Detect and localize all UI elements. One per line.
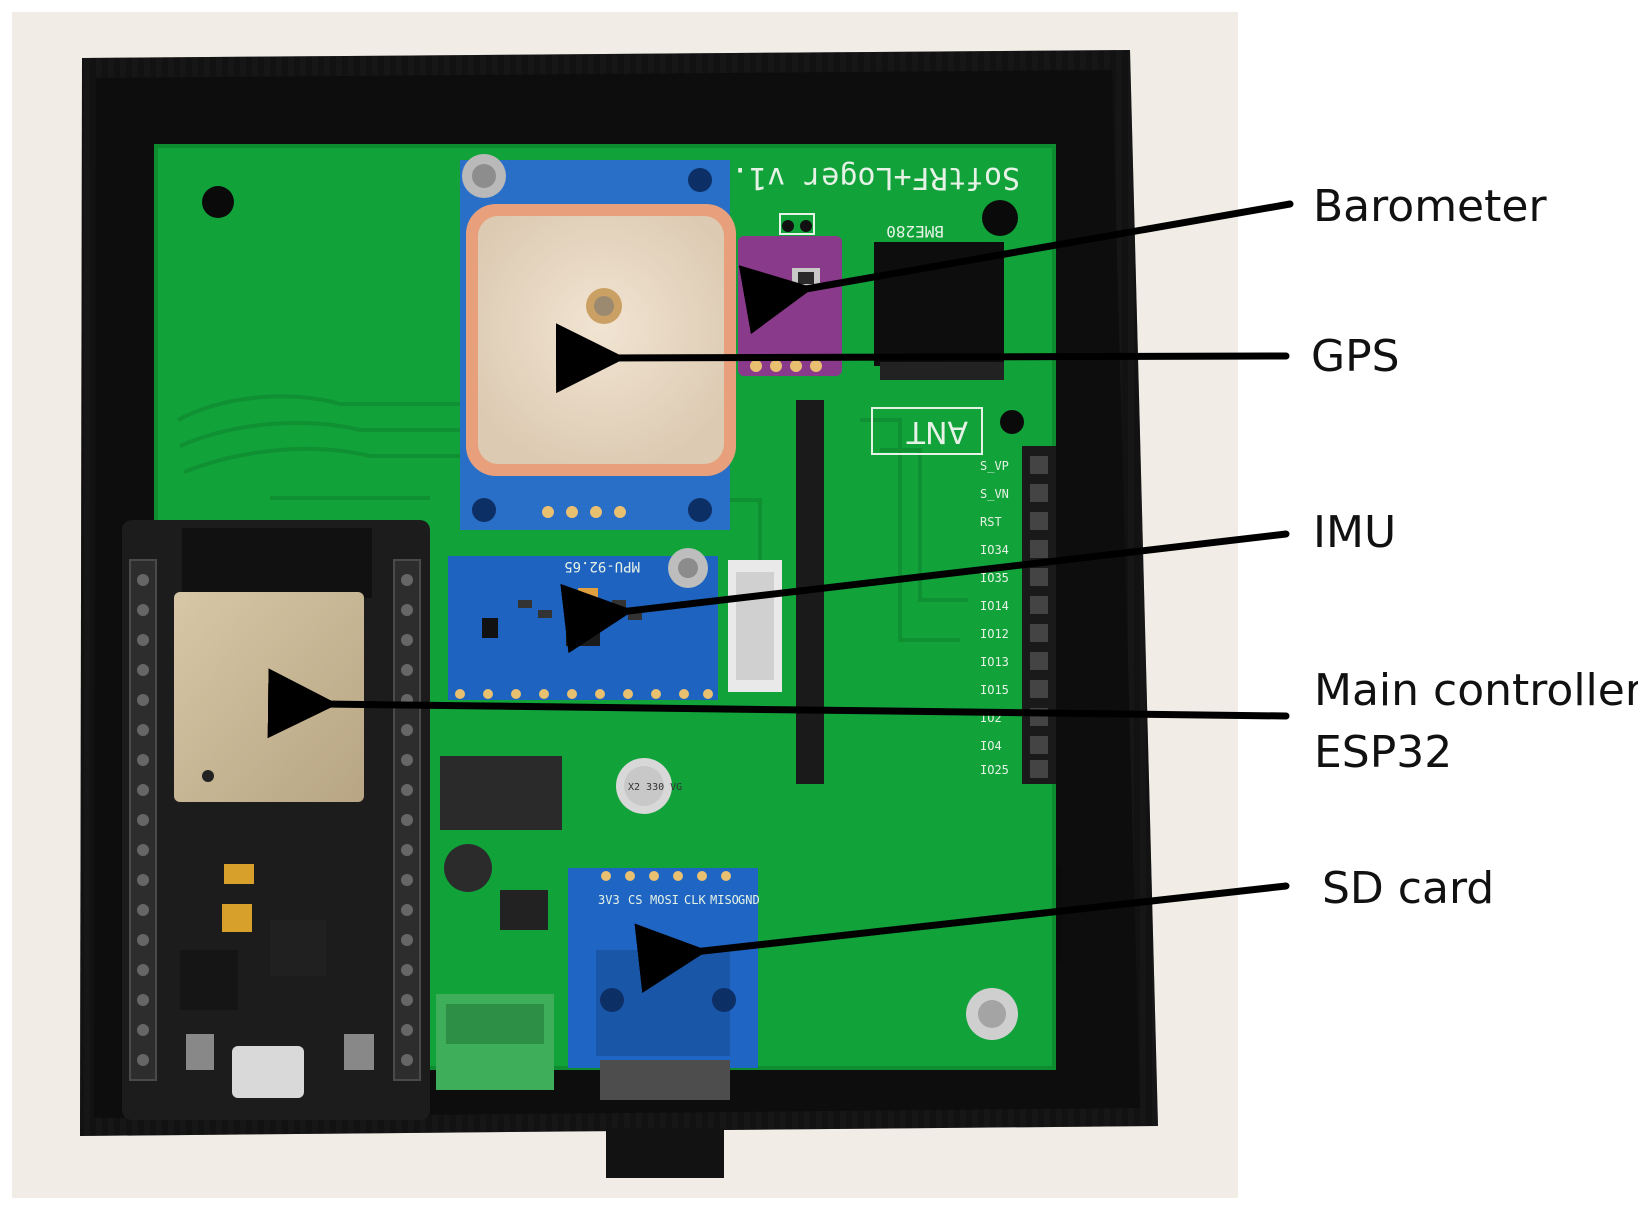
svg-text:RST: RST	[980, 515, 1002, 529]
barometer-label: Barometer	[1313, 181, 1547, 232]
svg-text:S_VN: S_VN	[980, 487, 1009, 501]
svg-text:SoftRF+Loger v1.0: SoftRF+Loger v1.0	[713, 160, 1020, 195]
svg-text:IO34: IO34	[980, 543, 1009, 557]
sd-card-label: SD card	[1322, 863, 1495, 914]
imu-label: IMU	[1313, 507, 1397, 558]
arrow-main	[267, 668, 1290, 739]
esp32-board	[122, 520, 430, 1120]
svg-text:MOSI: MOSI	[650, 893, 679, 907]
svg-text:S_VP: S_VP	[980, 459, 1009, 473]
main-controller-line2: ESP32	[1314, 727, 1453, 778]
svg-text:IO12: IO12	[980, 627, 1009, 641]
svg-text:IO13: IO13	[980, 655, 1009, 669]
power-section: X2 330 VG	[436, 756, 682, 1090]
svg-text:IO35: IO35	[980, 571, 1009, 585]
svg-text:IO4: IO4	[980, 739, 1002, 753]
callout-arrows	[267, 200, 1294, 993]
barometer-module	[738, 213, 842, 376]
svg-text:GND: GND	[738, 893, 760, 907]
imu-module: MPU-92.65	[448, 548, 782, 700]
svg-text:IO15: IO15	[980, 683, 1009, 697]
svg-text:X2 330 VG: X2 330 VG	[628, 782, 682, 793]
arrow-sd	[634, 882, 1290, 993]
svg-text:BME280: BME280	[886, 222, 944, 241]
svg-text:MISO: MISO	[710, 893, 739, 907]
arrow-imu	[560, 530, 1290, 654]
svg-text:CS: CS	[628, 893, 642, 907]
arrow-gps	[555, 323, 1290, 394]
svg-text:MPU-92.65: MPU-92.65	[564, 558, 640, 574]
main-controller-line1: Main controller	[1314, 665, 1638, 716]
svg-text:ANT: ANT	[906, 414, 968, 449]
main-controller-label: Main controller ESP32	[1314, 660, 1638, 784]
svg-text:CLK: CLK	[684, 893, 706, 907]
gps-label: GPS	[1311, 331, 1400, 382]
svg-text:3V3: 3V3	[598, 893, 620, 907]
svg-text:IO25: IO25	[980, 763, 1009, 777]
arrow-barometer	[738, 200, 1294, 335]
svg-text:IO14: IO14	[980, 599, 1009, 613]
gps-module	[460, 154, 736, 530]
